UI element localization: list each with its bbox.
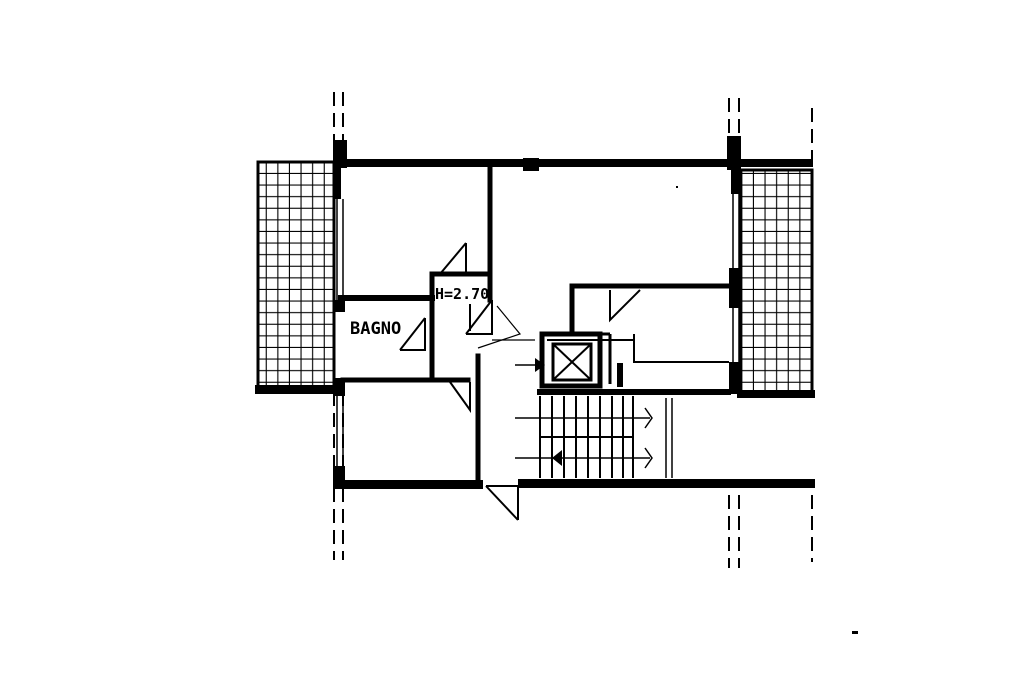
small-marks <box>676 186 858 634</box>
balcony-east <box>738 168 814 394</box>
windows <box>336 194 740 478</box>
room-label-bagno: BAGNO <box>350 319 401 339</box>
balcony-west <box>256 160 336 390</box>
staircase <box>515 358 653 478</box>
ceiling-height-label: H=2.70 <box>435 285 489 303</box>
door-swings <box>399 242 641 521</box>
elevator-shaft <box>539 331 612 389</box>
exterior-walls <box>255 136 815 489</box>
